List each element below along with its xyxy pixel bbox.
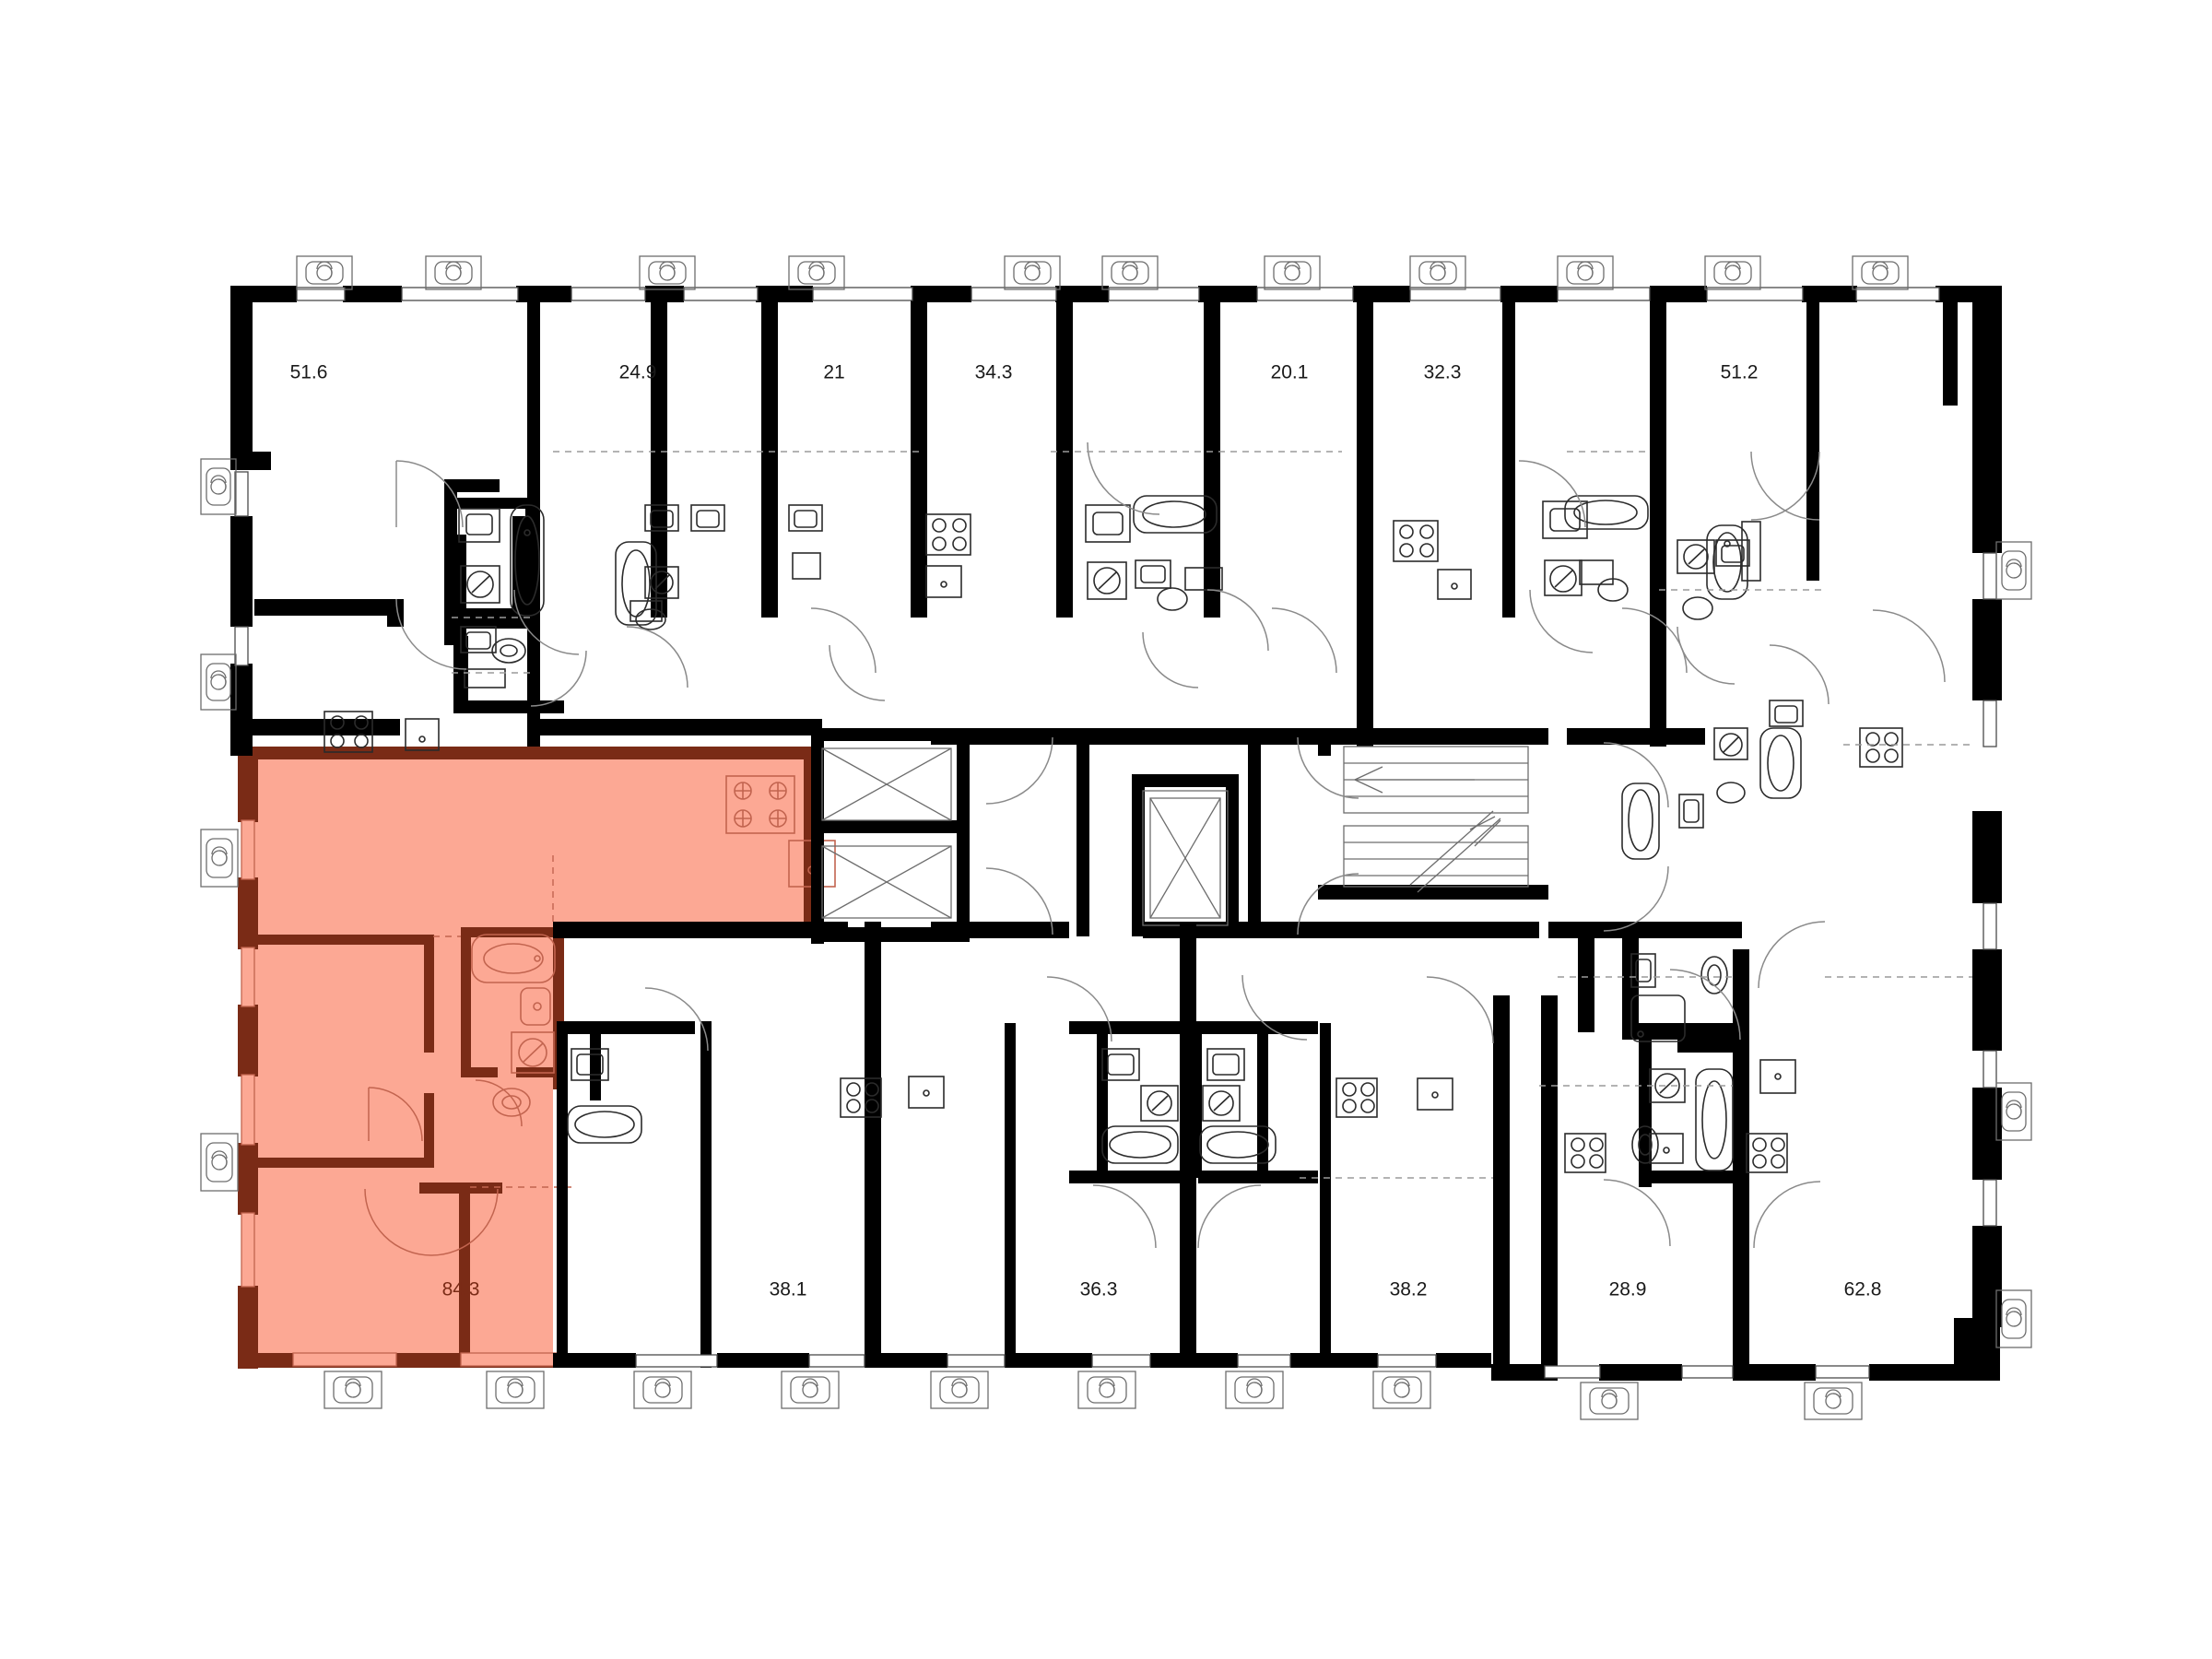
unit-area-label-51-6: 51.6 [290, 362, 328, 383]
building-structure-bottom [553, 811, 2002, 1381]
staircase-main [1343, 746, 1529, 893]
elevator-shaft-2 [821, 845, 952, 919]
area-labels: 51.6 24.9 21 34.3 20.1 32.3 51.2 38.1 36… [290, 362, 1882, 1300]
unit-area-label-28-9: 28.9 [1609, 1279, 1647, 1300]
unit-area-label-62-8: 62.8 [1844, 1279, 1882, 1300]
door-swings [395, 441, 1946, 1249]
unit-area-label-84-3: 84.3 [442, 1279, 480, 1300]
unit-area-label-20-1: 20.1 [1271, 362, 1309, 383]
ventilation-units [200, 255, 2032, 1420]
unit-area-label-38-2: 38.2 [1390, 1279, 1428, 1300]
elevator-core [811, 728, 1548, 944]
dashed-boundaries [452, 451, 1972, 1179]
unit-84-3-upper-fill [241, 758, 811, 938]
unit-84-3-fixtures [241, 775, 836, 1367]
building-structure-top [230, 286, 2002, 756]
unit-area-label-32-3: 32.3 [1424, 362, 1462, 383]
unit-area-label-38-1: 38.1 [770, 1279, 807, 1300]
windows [234, 287, 1997, 1379]
unit-area-label-36-3: 36.3 [1080, 1279, 1118, 1300]
unit-area-label-34-3: 34.3 [975, 362, 1013, 383]
highlighted-unit-84-3[interactable] [241, 758, 811, 1364]
plumbing-kitchen-fixtures [324, 495, 1903, 1173]
unit-area-label-51-2: 51.2 [1721, 362, 1759, 383]
unit-area-label-24-9: 24.9 [619, 362, 657, 383]
elevator-shaft-1 [821, 747, 952, 821]
unit-area-label-21: 21 [823, 362, 844, 383]
